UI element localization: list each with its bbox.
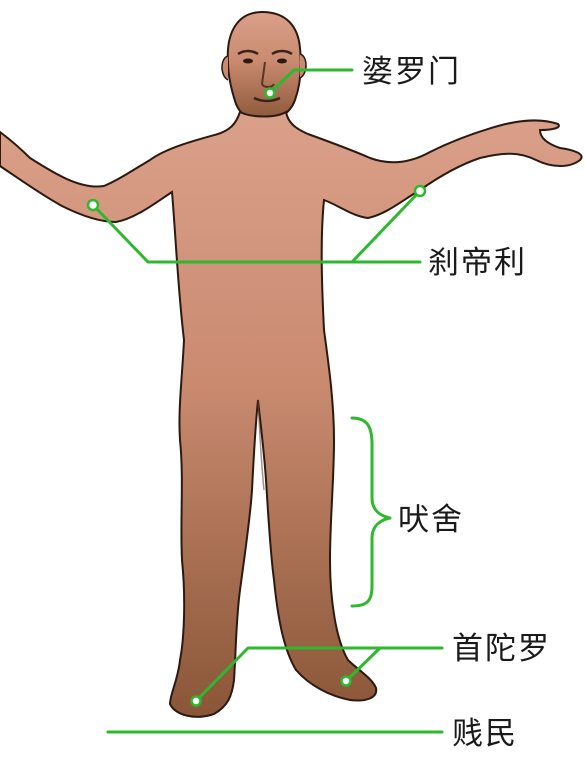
right-eyebrow xyxy=(271,49,293,56)
kshatriya-label: 刹帝利 xyxy=(428,245,527,281)
dalit-label: 贱民 xyxy=(452,716,518,752)
vaishya-label: 吠舍 xyxy=(398,502,464,538)
brahmin-marker xyxy=(264,87,276,99)
brahmin-label: 婆罗门 xyxy=(362,54,461,90)
vaishya-brace xyxy=(350,416,392,608)
shudra-annotation: 首陀罗 xyxy=(190,631,551,707)
kshatriya-leader xyxy=(91,189,422,264)
shudra-label: 首陀罗 xyxy=(452,631,551,667)
figure-body xyxy=(0,110,583,718)
kshatriya-marker-left xyxy=(86,198,100,212)
shudra-leader xyxy=(194,646,382,703)
human-figure xyxy=(0,10,583,718)
brahmin-leader xyxy=(268,68,354,95)
shudra-marker-right xyxy=(340,675,352,687)
shudra-marker-left xyxy=(190,695,202,707)
mouth xyxy=(253,96,281,103)
left-eye xyxy=(243,58,253,64)
right-eye xyxy=(277,58,287,64)
dalit-annotation: 贱民 xyxy=(106,716,518,752)
nose xyxy=(260,61,275,88)
kshatriya-annotation: 刹帝利 xyxy=(86,184,527,281)
brahmin-annotation: 婆罗门 xyxy=(264,54,461,99)
kshatriya-marker-right xyxy=(413,184,427,198)
vaishya-annotation: 吠舍 xyxy=(350,416,464,608)
left-eyebrow xyxy=(237,49,259,56)
